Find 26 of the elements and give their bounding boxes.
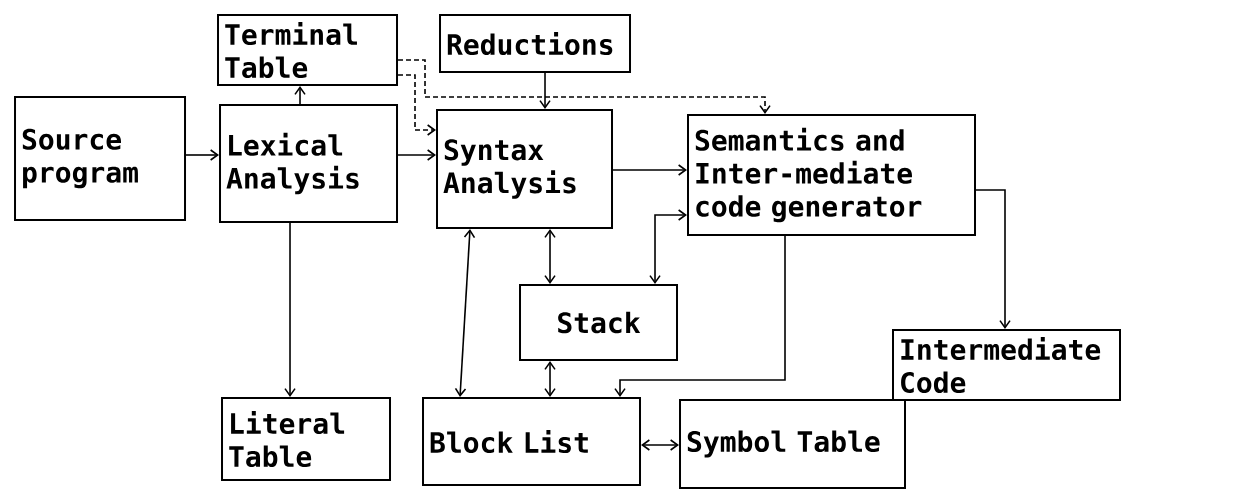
arrow — [544, 229, 556, 284]
arrow — [544, 361, 556, 397]
process-box: Lexical Analysis — [219, 104, 398, 223]
process-box: Terminal Table — [217, 14, 398, 86]
process-box: Source program — [14, 96, 186, 221]
process-box: Symbol Table — [679, 399, 906, 489]
process-box: Reductions — [439, 14, 631, 73]
process-box: Block List — [422, 397, 641, 486]
arrow — [454, 229, 476, 397]
process-box: Semantics and Inter-mediate code generator — [687, 114, 976, 236]
arrow — [294, 86, 306, 105]
process-box: Stack — [519, 284, 678, 361]
arrow — [397, 149, 436, 161]
process-box: Syntax Analysis — [436, 109, 613, 229]
arrow — [641, 439, 679, 451]
arrow — [649, 209, 687, 284]
arrow — [185, 149, 219, 161]
arrow — [539, 72, 551, 109]
arrow — [975, 189, 1011, 329]
arrow — [397, 74, 436, 136]
process-box: Intermediate Code — [892, 329, 1121, 401]
arrow — [612, 164, 687, 176]
arrow — [397, 59, 771, 114]
arrow — [284, 222, 296, 397]
process-box: Literal Table — [221, 397, 391, 481]
arrow — [614, 235, 786, 397]
